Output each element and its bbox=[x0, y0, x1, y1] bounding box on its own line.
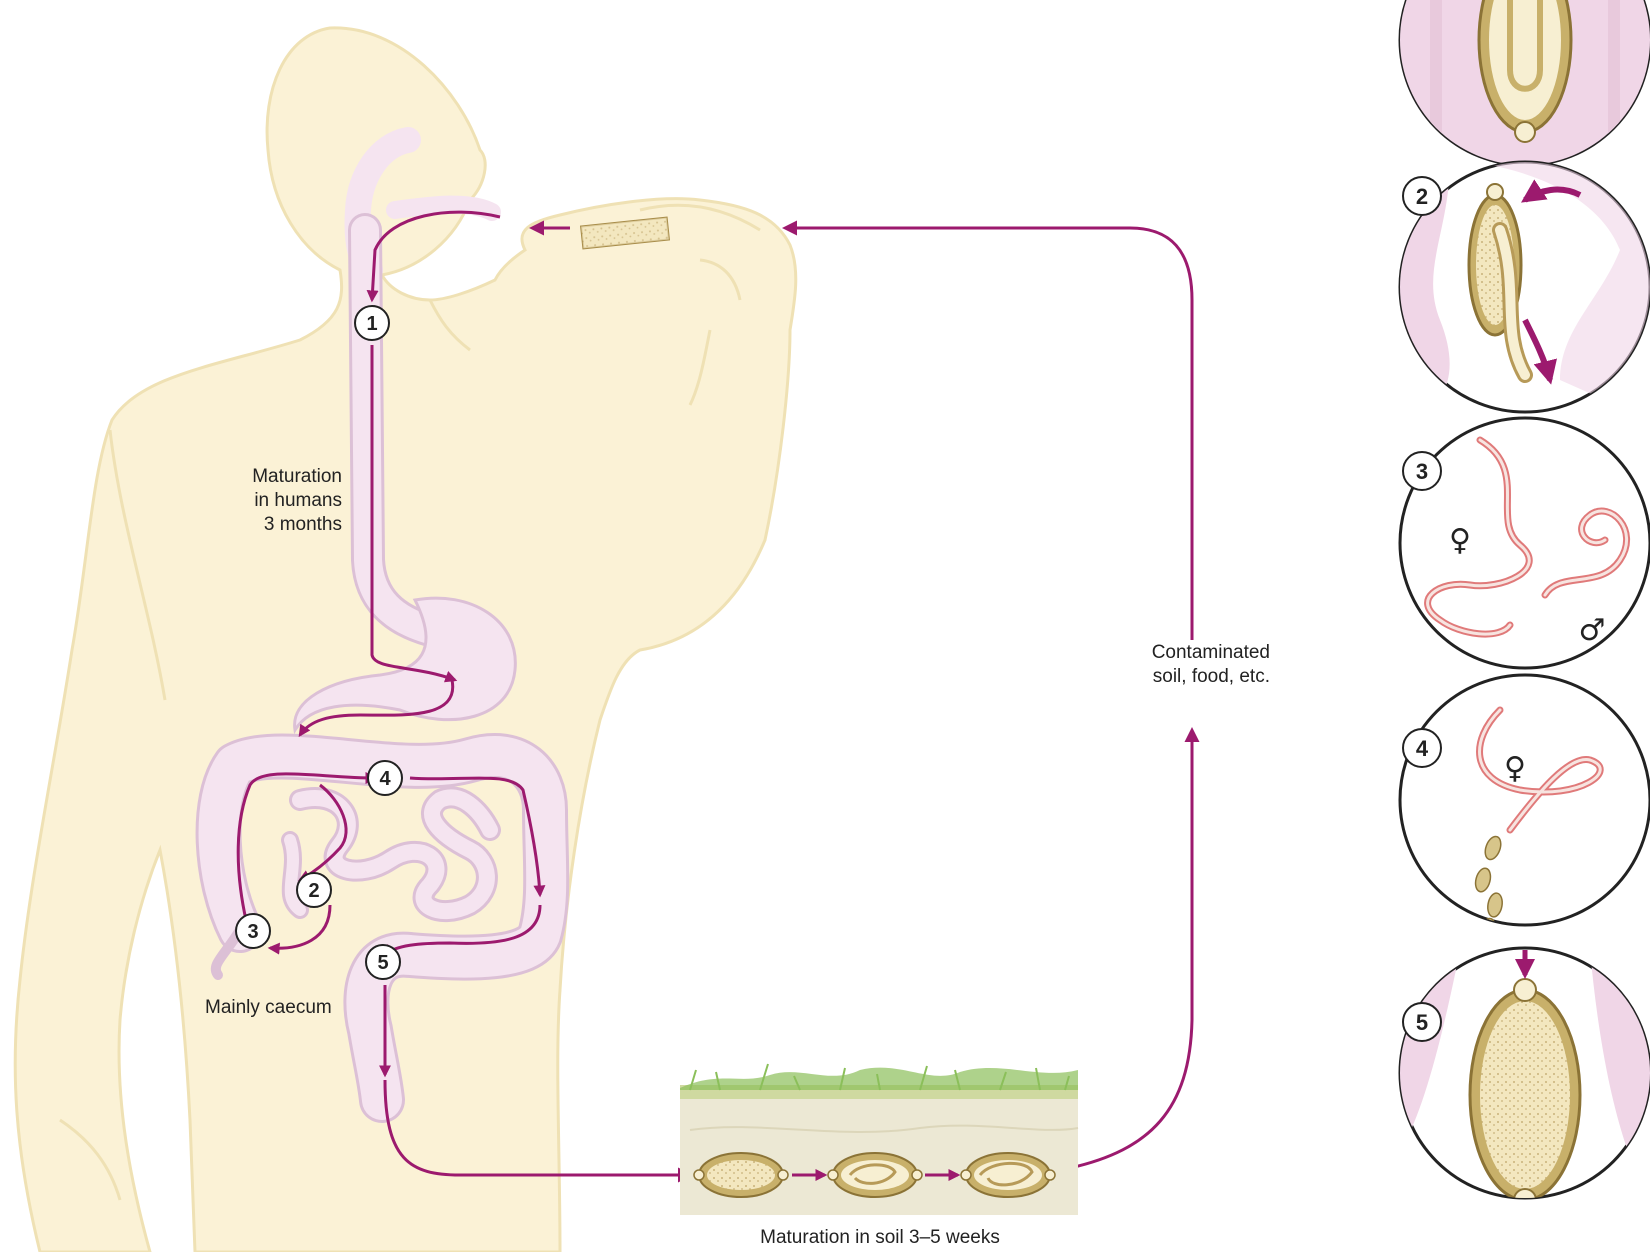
label-maturation-in-humans: Maturation in humans 3 months bbox=[214, 465, 342, 537]
label-maturation-line-2: in humans bbox=[214, 489, 342, 513]
female-symbol: ♀ bbox=[1449, 523, 1471, 558]
inset-stage-4-egg-laying: ♀ bbox=[1400, 675, 1650, 944]
svg-text:5: 5 bbox=[1416, 1010, 1428, 1035]
svg-text:3: 3 bbox=[1416, 459, 1428, 484]
svg-text:1: 1 bbox=[366, 313, 377, 335]
label-contaminated: Contaminated soil, food, etc. bbox=[1100, 641, 1270, 689]
inset-marker-5: 5 bbox=[1403, 1003, 1441, 1041]
label-contaminated-line-1: Contaminated bbox=[1100, 641, 1270, 665]
label-maturation-in-soil: Maturation in soil 3–5 weeks bbox=[700, 1227, 1060, 1249]
inset-stage-1-egg-in-gut bbox=[1400, 0, 1650, 165]
inset-stage-3-adult-worms: ♀ ♂ bbox=[1400, 418, 1650, 668]
svg-text:2: 2 bbox=[1416, 184, 1428, 209]
label-contaminated-line-2: soil, food, etc. bbox=[1100, 665, 1270, 689]
arrow-soil-to-contaminated bbox=[1070, 730, 1192, 1168]
label-mainly-caecum: Mainly caecum bbox=[205, 997, 332, 1019]
inset-marker-2: 2 bbox=[1403, 177, 1441, 215]
stage-marker-3: 3 bbox=[236, 914, 270, 948]
svg-text:2: 2 bbox=[308, 880, 319, 902]
male-symbol: ♂ bbox=[1579, 613, 1606, 648]
stage-marker-5: 5 bbox=[366, 945, 400, 979]
label-maturation-line-3: 3 months bbox=[214, 513, 342, 537]
female-symbol-inset4: ♀ bbox=[1504, 751, 1526, 786]
inset-marker-3: 3 bbox=[1403, 452, 1441, 490]
svg-text:4: 4 bbox=[379, 768, 391, 790]
stage-marker-1: 1 bbox=[355, 306, 389, 340]
inset-marker-4: 4 bbox=[1403, 729, 1441, 767]
svg-text:4: 4 bbox=[1416, 736, 1429, 761]
arrow-contaminated-to-food bbox=[785, 228, 1192, 640]
stage-marker-2: 2 bbox=[297, 873, 331, 907]
svg-text:3: 3 bbox=[247, 921, 258, 943]
inset-stage-5-egg-passed bbox=[1400, 948, 1650, 1211]
stage-marker-4: 4 bbox=[368, 761, 402, 795]
svg-text:5: 5 bbox=[377, 952, 388, 974]
label-maturation-line-1: Maturation bbox=[214, 465, 342, 489]
